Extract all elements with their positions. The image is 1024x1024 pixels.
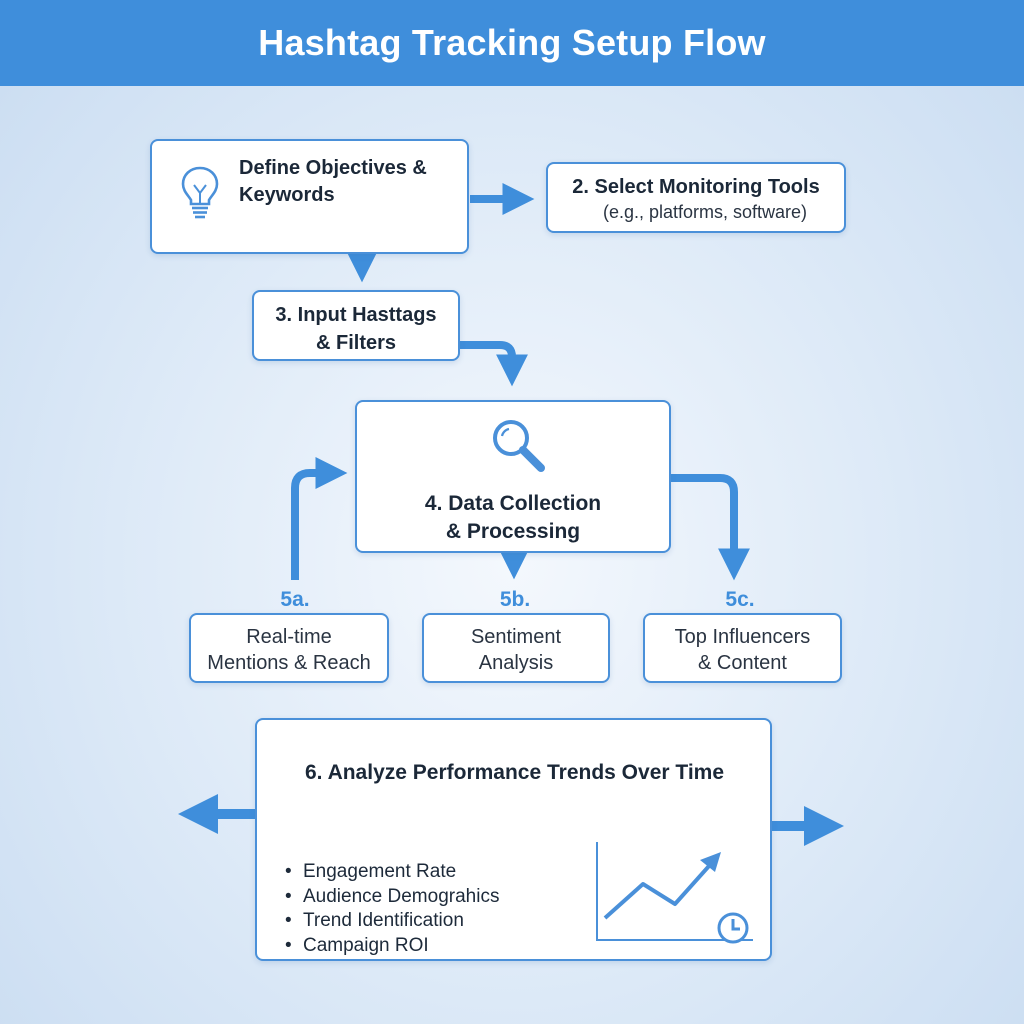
title-bar: Hashtag Tracking Setup Flow (0, 0, 1024, 86)
select-line1: 2. Select Monitoring Tools (572, 176, 820, 198)
sentiment-line1: Sentiment (470, 626, 562, 648)
select-line2: (e.g., platforms, software) (602, 202, 808, 222)
input-line1: 3. Input Hasttags (275, 304, 437, 326)
trend-chart-clock-icon (596, 842, 753, 944)
step-data-collection: 4. Data Collection & Processing (355, 400, 671, 553)
arrow-collect-to-influencers (671, 474, 750, 581)
metric-item: Audience Demograhics (285, 885, 499, 910)
input-line2: & Filters (315, 332, 397, 354)
sentiment-line2: Analysis (478, 652, 554, 674)
tag-5c: 5c. (725, 588, 755, 611)
output-realtime-mentions: Real-time Mentions & Reach (189, 613, 389, 683)
metric-item: Campaign ROI (285, 934, 499, 959)
collect-line1: 4. Data Collection (424, 492, 602, 515)
step-select-tools: 2. Select Monitoring Tools (e.g., platfo… (546, 162, 846, 233)
influencers-line1: Top Influencers (674, 626, 811, 648)
tag-5b: 5b. (499, 588, 531, 611)
collect-line2: & Processing (445, 520, 581, 543)
step-analyze-trends: 6. Analyze Performance Trends Over Time … (255, 718, 772, 961)
arrow-realtime-to-collect (291, 457, 348, 580)
metric-item: Engagement Rate (285, 860, 499, 885)
step-input-hashtags: 3. Input Hasttags & Filters (252, 290, 460, 361)
arrow-input-to-collect (460, 341, 528, 387)
tag-5a: 5a. (280, 588, 310, 611)
output-top-influencers: Top Influencers & Content (643, 613, 842, 683)
realtime-line2: Mentions & Reach (207, 652, 371, 674)
define-line1: Define Objectives & (239, 157, 427, 179)
metrics-list: Engagement Rate Audience Demograhics Tre… (285, 860, 499, 958)
lightbulb-icon (181, 166, 219, 219)
magnifier-icon (493, 420, 545, 472)
output-sentiment-analysis: Sentiment Analysis (422, 613, 610, 683)
step-define-objectives: Define Objectives & Keywords (150, 139, 469, 254)
metric-item: Trend Identification (285, 909, 499, 934)
influencers-line2: & Content (698, 652, 787, 674)
analyze-title: 6. Analyze Performance Trends Over Time (305, 761, 725, 784)
define-line2: Keywords (239, 184, 335, 206)
realtime-line1: Real-time (246, 626, 332, 648)
page-title: Hashtag Tracking Setup Flow (258, 22, 766, 63)
